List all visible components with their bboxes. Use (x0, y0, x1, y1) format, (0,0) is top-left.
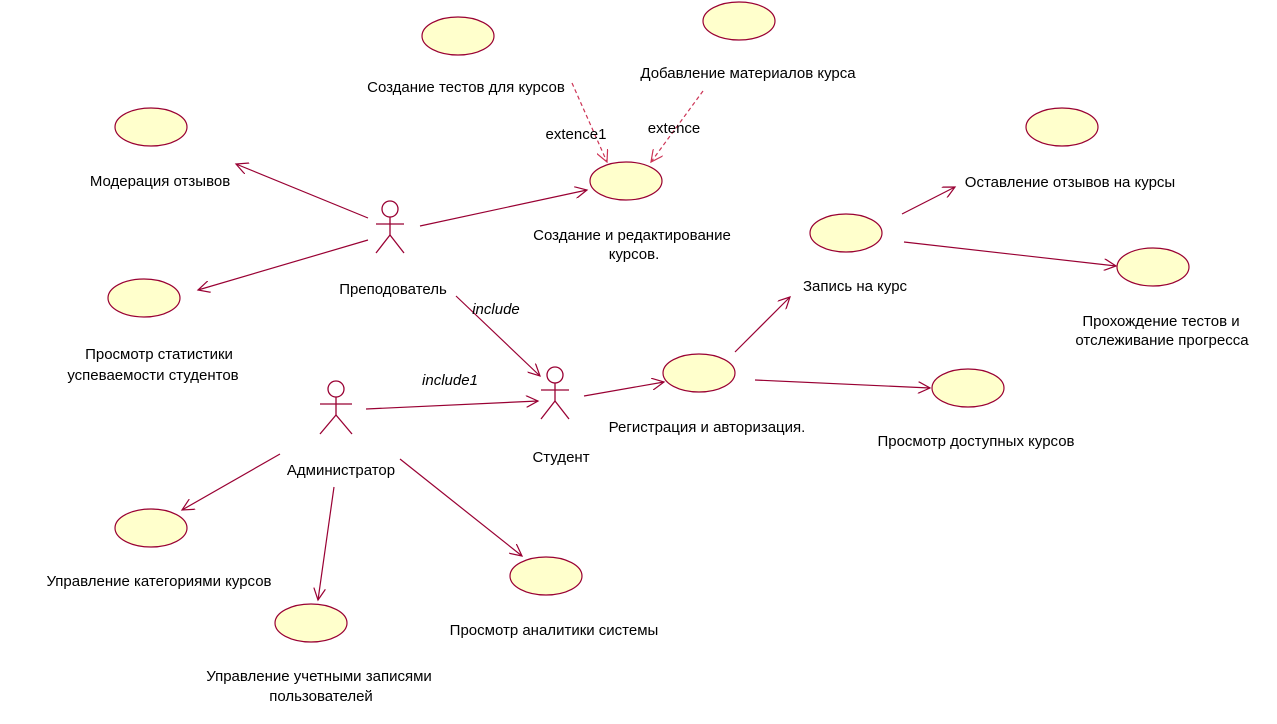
label-extence1: extence1 (546, 126, 607, 143)
label-moderation: Модерация отзывов (90, 173, 230, 190)
label-manage-categories: Управление категориями курсов (46, 573, 271, 590)
label-manage-accounts-line2: пользователей (269, 688, 373, 705)
usecase-create-tests-ellipse[interactable] (421, 16, 495, 56)
label-leave-reviews: Оставление отзывов на курсы (965, 174, 1175, 191)
label-extence: extence (648, 120, 701, 137)
edge-registration-view-courses (754, 379, 930, 388)
label-create-edit-line2: курсов. (609, 246, 660, 263)
usecase-manage-categories-ellipse[interactable] (114, 508, 188, 548)
edge-admin-categories (182, 453, 281, 510)
edge-enroll-tests-progress (903, 241, 1116, 266)
usecase-leave-reviews-ellipse[interactable] (1025, 107, 1099, 147)
edge-teacher-create-edit (419, 190, 587, 227)
edge-tests-extend (571, 82, 607, 162)
label-teacher: Преподователь (339, 281, 447, 298)
usecase-moderation-ellipse[interactable] (114, 107, 188, 147)
edge-teacher-stats (198, 239, 369, 290)
edge-materials-extend (651, 90, 704, 162)
label-stats-line1: Просмотр статистики (85, 346, 233, 363)
edge-student-registration (583, 382, 664, 397)
label-registration: Регистрация и авторизация. (609, 419, 806, 436)
usecase-tests-progress-ellipse[interactable] (1116, 247, 1190, 287)
edge-admin-analytics (399, 458, 522, 556)
label-enroll: Запись на курс (803, 278, 908, 295)
label-add-materials: Добавление материалов курса (640, 65, 856, 82)
label-manage-accounts-line1: Управление учетными записями (206, 668, 432, 685)
label-view-courses: Просмотр доступных курсов (877, 433, 1074, 450)
usecase-stats-ellipse[interactable] (107, 278, 181, 318)
edge-admin-accounts (318, 486, 335, 600)
label-tests-progress-line2: отслеживание прогресса (1075, 332, 1249, 349)
actor-teacher-icon[interactable] (375, 200, 405, 254)
edge-admin-student-include1 (365, 401, 538, 410)
actor-admin-icon[interactable] (319, 380, 353, 435)
usecase-view-courses-ellipse[interactable] (931, 368, 1005, 408)
label-tests-progress-line1: Прохождение тестов и (1082, 313, 1239, 330)
usecase-view-analytics-ellipse[interactable] (509, 556, 583, 596)
usecase-add-materials-ellipse[interactable] (702, 1, 776, 41)
usecase-manage-accounts-ellipse[interactable] (274, 603, 348, 643)
label-create-edit-line1: Создание и редактирование (533, 227, 731, 244)
label-include1: include1 (422, 372, 478, 389)
edge-teacher-student-include (455, 295, 540, 376)
label-admin: Администратор (287, 462, 395, 479)
usecase-registration-ellipse[interactable] (662, 353, 736, 393)
usecase-enroll-ellipse[interactable] (809, 213, 883, 253)
label-include: include (472, 301, 520, 318)
actor-student-icon[interactable] (540, 366, 570, 420)
edge-teacher-moderation (236, 164, 369, 219)
label-view-analytics: Просмотр аналитики системы (450, 622, 659, 639)
edge-enroll-reviews (901, 187, 955, 215)
label-stats-line2: успеваемости студентов (67, 367, 238, 384)
label-create-tests: Создание тестов для курсов (367, 79, 565, 96)
usecase-create-edit-ellipse[interactable] (589, 161, 663, 201)
label-student: Студент (532, 449, 589, 466)
edge-registration-enroll (734, 297, 790, 353)
